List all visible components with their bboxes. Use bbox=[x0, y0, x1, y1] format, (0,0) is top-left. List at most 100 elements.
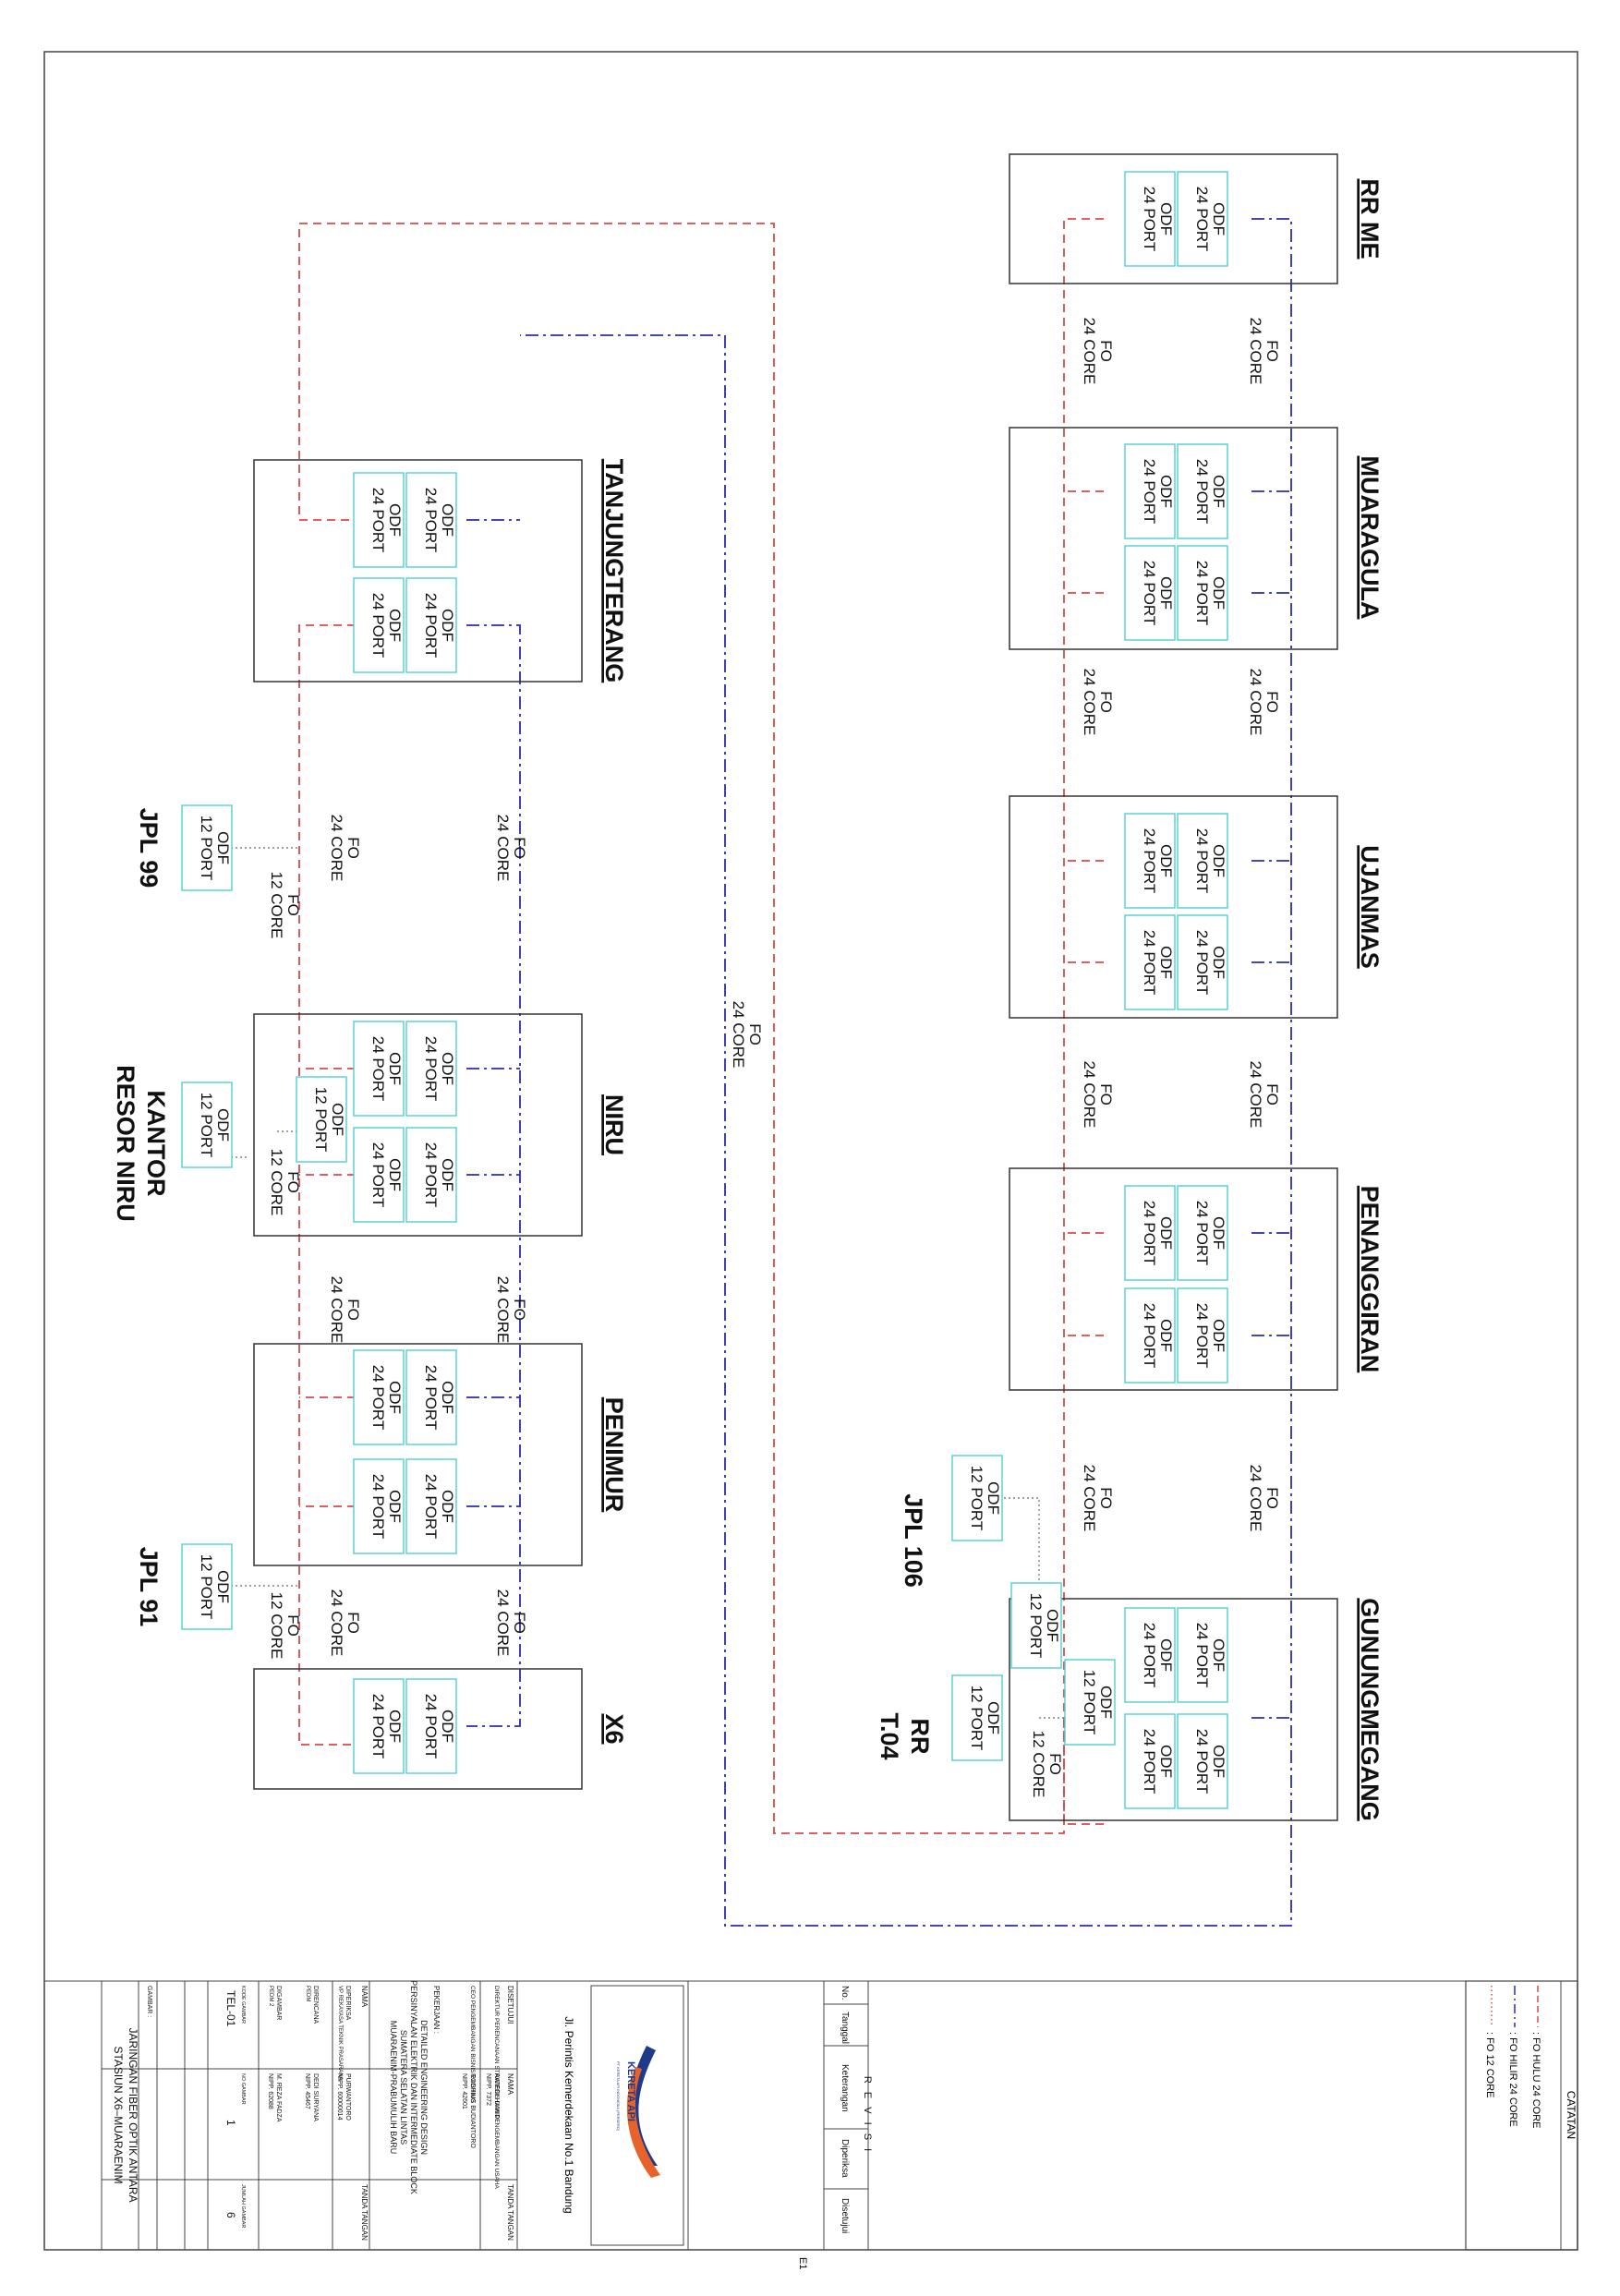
odf-label: ODF bbox=[1210, 1638, 1227, 1672]
fo-12-1-core: 12 CORE bbox=[268, 872, 285, 939]
fo-12-2-core: 12 CORE bbox=[268, 1149, 285, 1216]
odf-label: ODF bbox=[1157, 844, 1175, 877]
fo-cable-left-red bbox=[298, 624, 356, 1746]
odf-label: ODF bbox=[439, 609, 456, 642]
odf-label: ODF bbox=[1210, 202, 1227, 236]
station-name-penanggiran: PENANGGIRAN bbox=[1356, 1186, 1384, 1373]
title-block bbox=[43, 1980, 825, 2251]
odf-label: ODF bbox=[386, 1490, 404, 1523]
station-name-penimur: PENIMUR bbox=[600, 1397, 628, 1513]
revisi-col-no: No. bbox=[840, 1986, 850, 2000]
odf-label: ODF bbox=[329, 1103, 346, 1136]
fo-24-6-core: 24 CORE bbox=[1247, 1465, 1264, 1532]
fo-12-1-fo: FO bbox=[284, 894, 302, 916]
station-name-muaragula: MUARAGULA bbox=[1356, 456, 1384, 620]
station-box-x6 bbox=[253, 1668, 583, 1790]
fo-cable-blue-main bbox=[520, 218, 1292, 1927]
fo-24-1-core: 24 CORE bbox=[1081, 318, 1098, 385]
fo-24-9-core: 24 CORE bbox=[328, 815, 345, 882]
station-box-penimur bbox=[253, 1343, 583, 1566]
odf-label: ODF bbox=[985, 1481, 1002, 1515]
fo-12-0-core: 12 CORE bbox=[1030, 1731, 1047, 1798]
odf-label: ODF bbox=[1210, 1745, 1227, 1778]
staff-1-nip: NIPP. 60000014 bbox=[336, 2073, 343, 2121]
odf-port-label: 24 PORT bbox=[369, 1142, 387, 1208]
no-label: NO GAMBAR bbox=[240, 2073, 246, 2105]
odf-label: ODF bbox=[1210, 844, 1227, 877]
odf-port-label: 12 PORT bbox=[968, 1466, 985, 1531]
fo-24-13-core: 24 CORE bbox=[494, 1589, 512, 1657]
odf-label: ODF bbox=[439, 503, 456, 537]
fo-12-3-fo: FO bbox=[284, 1614, 302, 1637]
fo-24-11-core: 24 CORE bbox=[494, 1276, 512, 1344]
hdr-nama: NAMA bbox=[506, 2073, 514, 2096]
staff-3-sub: PEDM 2 bbox=[268, 1986, 273, 2007]
odf-port-label: 24 PORT bbox=[1193, 1623, 1211, 1688]
legend-item-hulu: : FO HULU 24 CORE bbox=[1530, 2032, 1541, 2129]
pekerjaan-line-2: PERSINYALAN ELEKTRIK DAN INTERMEDIATE BL… bbox=[409, 1980, 418, 2194]
sheet-mark: E1 bbox=[797, 2257, 808, 2269]
odf-port-label: 12 PORT bbox=[198, 816, 215, 881]
staff-2-role: DIRENCANA bbox=[312, 1986, 319, 2024]
staff-1-sub: VP REKAYASA TEKNIK PRASARANA bbox=[337, 1986, 343, 2081]
approval-1-nip: NIPP. 7372 bbox=[485, 2073, 491, 2106]
odf-port-label: 24 PORT bbox=[1141, 1201, 1158, 1266]
no-value: 1 bbox=[224, 2120, 237, 2126]
station-box-niru bbox=[253, 1013, 583, 1237]
fo-24-5-fo: FO bbox=[1097, 1083, 1115, 1106]
odf-port-label: 24 PORT bbox=[422, 1365, 440, 1431]
revisi-col-diperiksa: Diperiksa bbox=[840, 2139, 850, 2178]
odf-label: ODF bbox=[439, 1710, 456, 1743]
approval-1-role: DIREKTUR PERENCANAAN STRATEGIS DAN PENGE… bbox=[493, 1986, 500, 2189]
odf-port-label: 24 PORT bbox=[369, 1694, 387, 1759]
odf-label: ODF bbox=[1157, 1319, 1175, 1352]
odf-label: ODF bbox=[214, 831, 232, 864]
staff-3-name: M. REZA FADZA bbox=[275, 2073, 282, 2122]
kode-label: KODE GAMBAR bbox=[240, 1986, 246, 2024]
legend-title: CATATAN bbox=[1565, 2091, 1578, 2139]
logo-subtext: PT KERETA API INDONESIA (PERSERO) bbox=[616, 2061, 621, 2132]
odf-port-label: 24 PORT bbox=[1193, 1303, 1211, 1369]
kai-logo: KERETA API PT KERETA API INDONESIA (PERS… bbox=[616, 2046, 660, 2178]
hdr-nama-2: NAMA bbox=[360, 1986, 369, 2008]
titleblock-text: DISETUJUI NAMA TANDA TANGAN DIREKTUR PER… bbox=[112, 1980, 514, 2241]
odf-port-label: 12 PORT bbox=[312, 1087, 330, 1153]
fo-24-11-fo: FO bbox=[511, 1299, 528, 1321]
odf-port-label: 24 PORT bbox=[1141, 930, 1158, 996]
odf-port-label: 24 PORT bbox=[1141, 187, 1158, 252]
odf-label: ODF bbox=[386, 609, 404, 642]
gambar-label: GAMBAR : bbox=[146, 1986, 152, 2017]
odf-label: ODF bbox=[1157, 1638, 1175, 1672]
approval-2-nip: NIPP. 42601 bbox=[461, 2073, 467, 2109]
staff-2-nip: NIPP. 45467 bbox=[304, 2073, 310, 2109]
outside-labels: JPL 106 RR T.04 JPL 99 KANTOR RESOR NIRU… bbox=[112, 808, 934, 1760]
odf-label: ODF bbox=[439, 1158, 456, 1191]
fo-24-2-core: 24 CORE bbox=[1247, 669, 1264, 736]
approval-2-name: RODHIUS BUDIANTORO bbox=[469, 2073, 476, 2148]
odf-port-label: 24 PORT bbox=[1141, 459, 1158, 525]
station-box-tanjungterang bbox=[253, 459, 583, 683]
odf-label: ODF bbox=[386, 1710, 404, 1743]
